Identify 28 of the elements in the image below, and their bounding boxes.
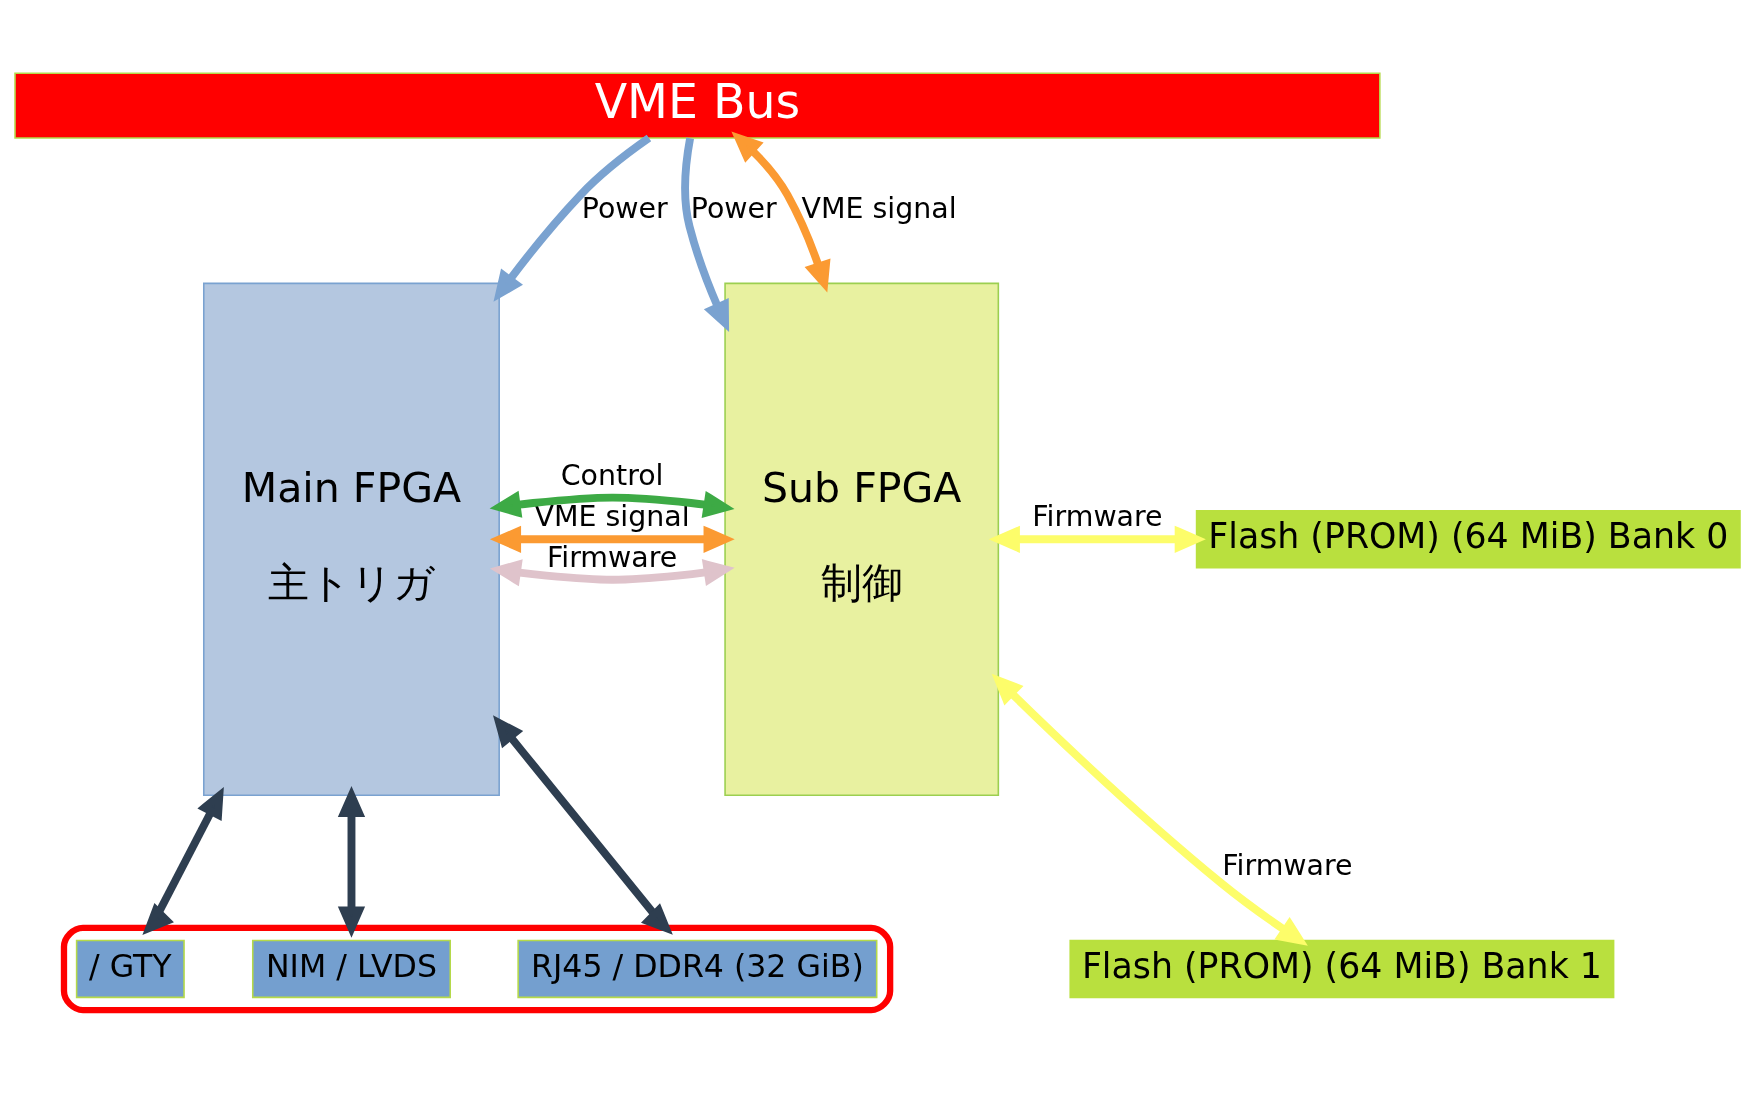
node-box: / GTY [75, 939, 185, 998]
arrow [493, 134, 652, 302]
edge-label: Control [560, 458, 664, 492]
node-box: Sub FPGA 制御 [724, 282, 1000, 796]
edge-label: Firmware [1032, 499, 1163, 533]
edge-label: Firmware [1222, 848, 1353, 882]
edge-label: Power [581, 191, 668, 225]
arrow [681, 136, 730, 332]
node-box: Flash (PROM) (64 MiB) Bank 0 [1195, 509, 1741, 569]
arrow [988, 525, 1206, 553]
node-box: RJ45 / DDR4 (32 GiB) [517, 939, 878, 998]
node-box: Main FPGA 主トリガ [203, 282, 500, 796]
arrow [142, 786, 224, 935]
arrow [489, 558, 735, 586]
cluster [60, 924, 894, 1013]
edge-label: VME signal [534, 499, 690, 533]
arrow [337, 785, 366, 938]
arrow [991, 673, 1308, 946]
arrow [489, 490, 735, 518]
node-box: Flash (PROM) (64 MiB) Bank 1 [1069, 939, 1615, 998]
edge-label: VME signal [801, 191, 957, 225]
node-box: VME Bus [14, 72, 1381, 139]
edge-label: Power [690, 191, 777, 225]
node-box: NIM / LVDS [251, 939, 451, 998]
arrow [731, 131, 831, 292]
edge-label: Firmware [546, 540, 678, 574]
arrow [489, 525, 735, 553]
arrow [493, 714, 673, 935]
